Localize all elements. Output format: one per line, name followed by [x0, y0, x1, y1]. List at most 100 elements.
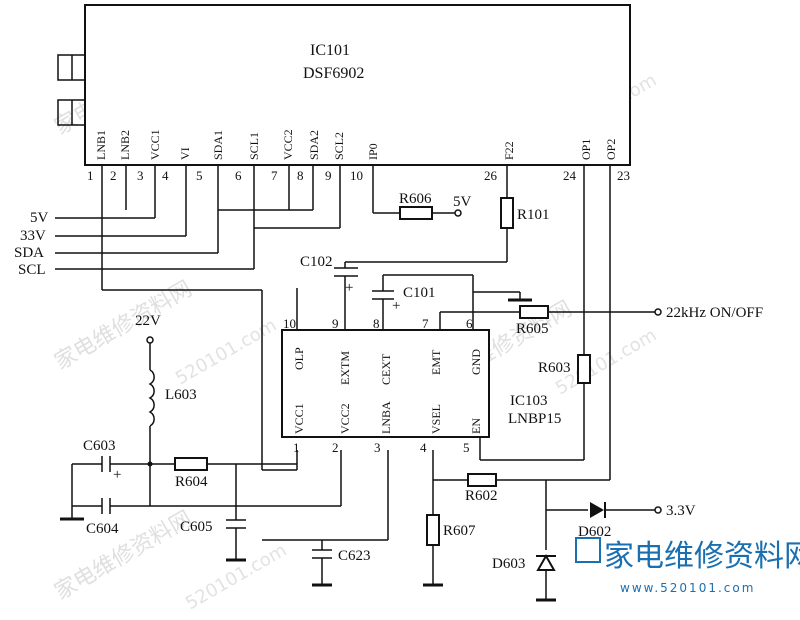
ic101-pin-number: 26 [484, 168, 498, 183]
d603-diode [536, 553, 556, 571]
c102-group: C102 + [300, 254, 358, 330]
ic103-pin-label: GND [469, 349, 483, 375]
r101-label: R101 [517, 207, 550, 223]
ic101-pin-number: 5 [196, 168, 203, 183]
ic101-pin-number: 24 [563, 168, 577, 183]
signal-scl: SCL [18, 262, 46, 278]
ic101-pin-label: VCC1 [148, 129, 162, 160]
v22-terminal [146, 336, 154, 344]
r607-resistor [426, 514, 440, 546]
ic101-pin-label: OP1 [579, 139, 593, 160]
ic101-block: IC101 DSF6902 [57, 4, 631, 166]
ic101-pin-number: 10 [350, 168, 363, 183]
l603-label: L603 [165, 387, 197, 403]
r605-group: R605 22kHz ON/OFF [439, 305, 763, 337]
c623-label: C623 [338, 548, 371, 564]
left-bus: 5V 33V SDA SCL [14, 209, 341, 471]
ic101-body [84, 4, 631, 166]
ic103-pin-label: VCC2 [338, 403, 352, 434]
r101-group: R101 [345, 197, 550, 263]
r101-resistor [500, 197, 514, 229]
r602-resistor [467, 473, 497, 487]
watermark-url: 520101.com [172, 315, 280, 390]
ic101-pin-number: 8 [297, 168, 304, 183]
khz-label: 22kHz ON/OFF [666, 305, 763, 321]
ic101-pin-label: SDA1 [211, 130, 225, 160]
r606-label: R606 [399, 191, 432, 207]
ic101-name: IC101 [310, 42, 350, 59]
d603-label: D603 [492, 556, 525, 572]
ic103-pin-label: OLP [292, 347, 306, 370]
ic101-pin-label: IP0 [366, 143, 380, 160]
ic103-pin-number: 3 [374, 440, 381, 455]
r604-resistor [174, 457, 208, 471]
watermark-text: 家电维修资料网 [51, 277, 197, 376]
power-input: 22V L603 C603 + R604 C604 C605 [60, 313, 342, 562]
ic103-pin-label: EMT [429, 349, 443, 375]
ic103-block: IC103 LNBP15 10 9 8 7 6 OLP EXTM CEXT EM… [281, 316, 561, 455]
c604-label: C604 [86, 521, 119, 537]
ic103-pin-number: 4 [420, 440, 427, 455]
c603-plus: + [113, 467, 121, 483]
r605-label: R605 [516, 321, 549, 337]
ic101-pin-label: LNB2 [118, 130, 132, 160]
signal-sda: SDA [14, 245, 44, 261]
signal-3v3: 3.3V [666, 503, 696, 519]
ic101-pin-number: 2 [110, 168, 117, 183]
logo-emblem-icon [575, 537, 601, 563]
ic103-pin-number: 5 [463, 440, 470, 455]
ic103-name: IC103 [510, 393, 548, 409]
ic103-pin-label: LNBA [379, 401, 393, 434]
diode-group: 3.3V D602 D603 [492, 480, 696, 602]
signal-33v: 33V [20, 228, 46, 244]
ic101-pin-label: OP2 [604, 139, 618, 160]
r606-resistor [399, 206, 433, 220]
ic101-part: DSF6902 [303, 65, 364, 82]
ic103-pin-number: 7 [422, 316, 429, 331]
c102-label: C102 [300, 254, 333, 270]
ic101-pin-label: VI [178, 147, 192, 160]
ic101-pin-label: SCL1 [247, 132, 261, 160]
d602-diode [590, 502, 604, 518]
site-logo: 家电维修资料网 www.520101.com [575, 537, 800, 595]
c101-plus: + [392, 298, 400, 314]
logo-url: www.520101.com [620, 581, 755, 595]
ic103-pin-number: 6 [466, 316, 473, 331]
ic101-pin-label: SDA2 [307, 130, 321, 160]
ic101-pin-label: LNB1 [94, 130, 108, 160]
r606-group: R606 5V [373, 191, 472, 220]
r603-label: R603 [538, 360, 571, 376]
watermark-text: 家电维修资料网 [51, 507, 197, 606]
vsel-group: R602 R607 [423, 450, 610, 587]
khz-terminal [654, 308, 662, 316]
r602-label: R602 [465, 488, 498, 504]
signal-5v: 5V [30, 210, 49, 226]
r607-label: R607 [443, 523, 476, 539]
c603-label: C603 [83, 438, 116, 454]
r603-group: R603 [479, 354, 591, 461]
ic103-body [281, 329, 490, 438]
ic103-pin-number: 10 [283, 316, 296, 331]
v33-terminal [654, 506, 662, 514]
d602-label: D602 [578, 524, 611, 540]
ic101-pins: LNB1 LNB2 VCC1 VI SDA1 SCL1 VCC2 SDA2 SC… [87, 129, 630, 183]
r606-5v-terminal [454, 209, 462, 217]
ic101-pin-number: 9 [325, 168, 332, 183]
logo-text: 家电维修资料网 [604, 539, 800, 574]
ic101-pin-label: SCL2 [332, 132, 346, 160]
ic103-pin-number: 1 [293, 440, 300, 455]
l603-inductor [148, 369, 155, 427]
ic103-pin-label: EXTM [338, 351, 352, 385]
r605-resistor [519, 305, 549, 319]
ground-gnd-pin [473, 291, 532, 302]
ic103-pin-number: 2 [332, 440, 339, 455]
c102-plus: + [345, 280, 353, 296]
ic101-pin-stubs [101, 165, 611, 480]
ic103-pin-label: CEXT [379, 353, 393, 385]
signal-22v: 22V [135, 313, 161, 329]
r603-resistor [577, 354, 591, 384]
ic103-pin-label: EN [469, 418, 483, 434]
ic103-pin-number: 9 [332, 316, 339, 331]
c101-label: C101 [403, 285, 436, 301]
ic103-pin-number: 8 [373, 316, 380, 331]
